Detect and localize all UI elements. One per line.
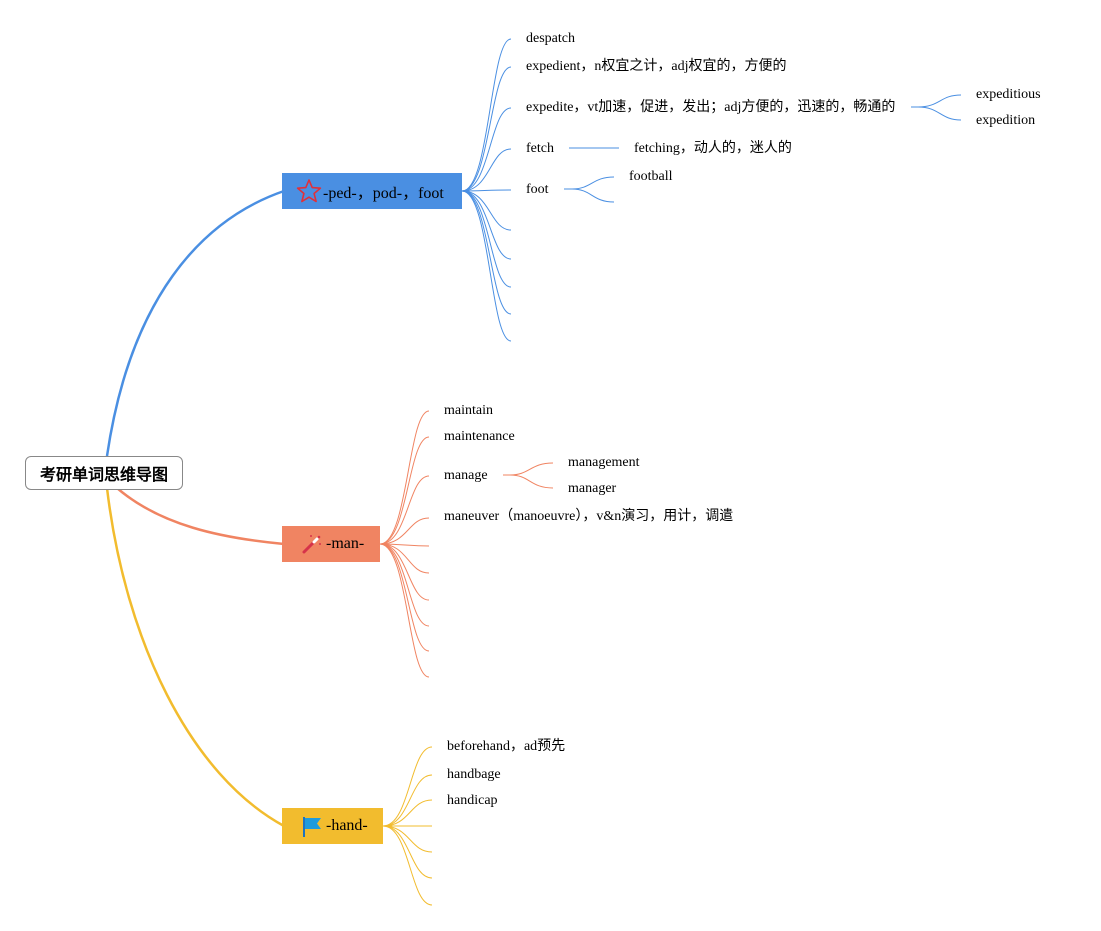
node-handbage[interactable]: handbage (447, 767, 501, 782)
node-manager[interactable]: manager (568, 481, 617, 496)
node-maintenance[interactable]: maintenance (444, 429, 515, 444)
topic-man-label: -man- (326, 535, 365, 552)
node-manage[interactable]: manage (444, 468, 488, 483)
connectors-hand (382, 746, 433, 906)
node-maintain[interactable]: maintain (444, 403, 493, 418)
topic-hand-label: -hand- (326, 817, 368, 834)
star-icon (296, 178, 322, 204)
connectors-ped (461, 38, 962, 342)
magic-wand-icon (299, 531, 325, 557)
connector-root-man (116, 487, 285, 546)
node-fetching[interactable]: fetching，动人的，迷人的 (634, 141, 792, 156)
node-handicap[interactable]: handicap (447, 793, 498, 808)
node-football[interactable]: football (629, 169, 673, 184)
topic-man[interactable]: -man- (282, 526, 380, 562)
connectors-man (379, 410, 554, 678)
node-fetch[interactable]: fetch (526, 141, 554, 156)
topic-ped-label: -ped-，pod-，foot (323, 185, 444, 202)
node-maneuver[interactable]: maneuver（manoeuvre），v&n演习，用计，调遣 (444, 509, 734, 524)
node-expedient[interactable]: expedient，n权宜之计，adj权宜的，方便的 (526, 59, 787, 74)
node-management[interactable]: management (568, 455, 640, 470)
root-node[interactable]: 考研单词思维导图 (25, 456, 183, 490)
connector-root-ped (105, 189, 285, 457)
node-expedition[interactable]: expedition (976, 113, 1036, 128)
node-beforehand[interactable]: beforehand，ad预先 (447, 739, 566, 754)
flag-icon (299, 813, 325, 839)
connector-root-hand (105, 487, 285, 828)
node-expedite[interactable]: expedite，vt加速，促进，发出；adj方便的，迅速的，畅通的 (526, 100, 896, 115)
node-despatch[interactable]: despatch (526, 31, 575, 46)
node-expeditious[interactable]: expeditious (976, 87, 1041, 102)
root-label: 考研单词思维导图 (39, 465, 168, 484)
topic-hand[interactable]: -hand- (282, 808, 383, 844)
topic-ped[interactable]: -ped-，pod-，foot (282, 173, 462, 209)
node-foot[interactable]: foot (526, 182, 549, 197)
